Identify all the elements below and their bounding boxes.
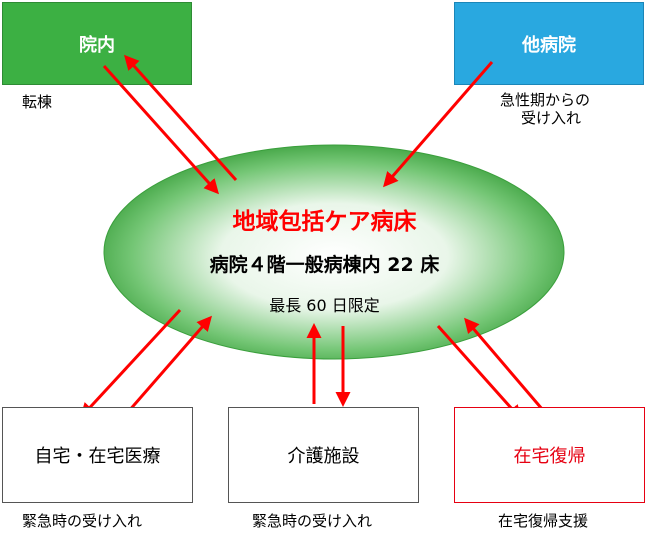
home-care-label: 自宅・在宅医療 [34, 446, 161, 467]
care-facility-label: 介護施設 [287, 446, 360, 467]
arrow-return-home-to-center [464, 317, 550, 417]
central-oval [103, 144, 565, 360]
arrow-center-to-home [79, 308, 182, 419]
return-home-box: 在宅復帰 [454, 407, 645, 503]
arrow-center-to-ward [124, 54, 238, 181]
ward-label: 院内 [79, 34, 115, 56]
arrow-ward-to-center [102, 64, 220, 195]
return-home-caption: 在宅復帰支援 [498, 512, 589, 530]
center-note: 最長 60 日限定 [269, 296, 380, 315]
center-title: 地域包括ケア病床 [232, 209, 417, 235]
arrow-center-to-return-home [436, 325, 522, 421]
home-care-caption: 緊急時の受け入れ [22, 512, 143, 530]
center-subtitle: 病院４階一般病棟内 22 床 [209, 254, 440, 276]
other-hospital-label: 他病院 [522, 34, 576, 56]
ward-caption: 転棟 [22, 93, 53, 111]
care-facility-caption: 緊急時の受け入れ [252, 512, 373, 530]
ward-box: 院内 [2, 2, 192, 85]
home-care-box: 自宅・在宅医療 [2, 407, 193, 503]
care-facility-box: 介護施設 [228, 407, 419, 503]
other-hospital-caption-2: 受け入れ [521, 109, 582, 127]
other-hospital-caption-1: 急性期からの [500, 91, 591, 109]
arrow-hospital-to-center [383, 61, 494, 188]
return-home-label: 在宅復帰 [513, 446, 586, 467]
